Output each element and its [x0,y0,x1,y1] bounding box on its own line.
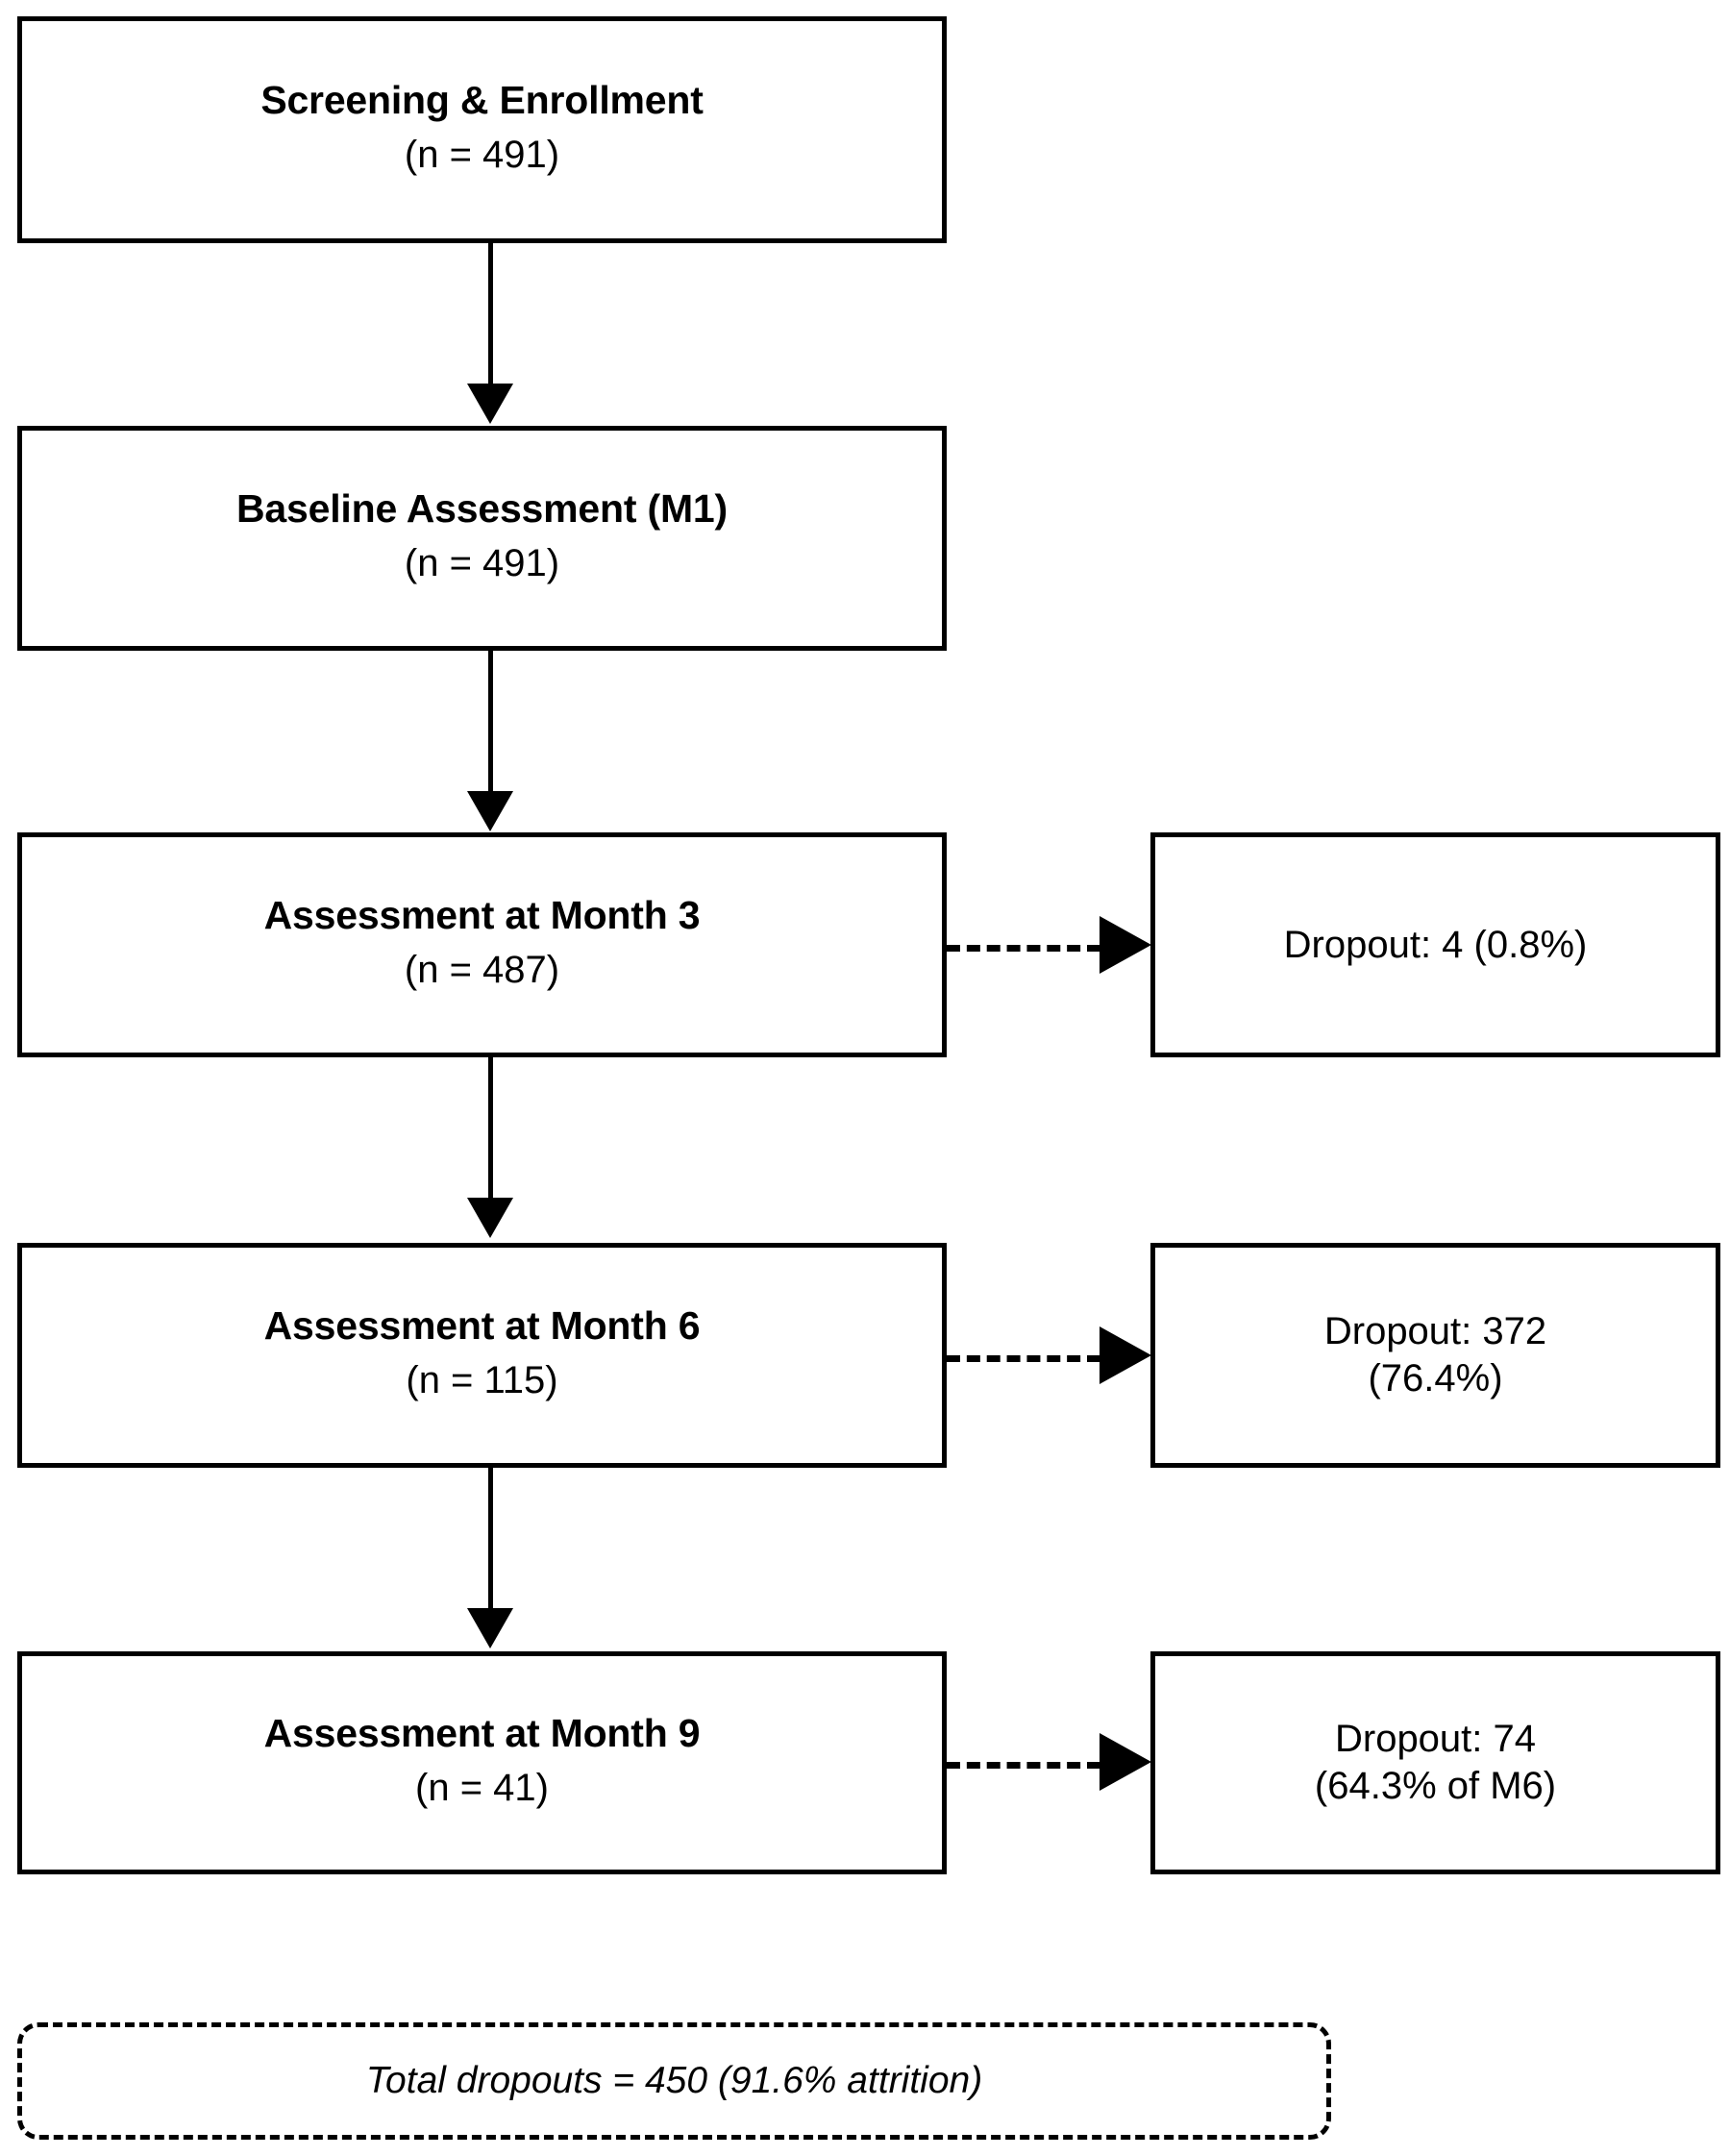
dropout-text-month9-line2: (64.3% of M6) [1314,1765,1557,1807]
stage-box-month6: Assessment at Month 6 (n = 115) [17,1243,947,1468]
dropout-connector-line-month6 [947,1355,1100,1362]
stage-count-screening: (n = 491) [404,133,560,176]
stage-count-month3: (n = 487) [404,948,560,991]
stage-box-baseline: Baseline Assessment (M1) (n = 491) [17,426,947,651]
dropout-connector-line-month9 [947,1762,1100,1769]
dropout-text-month9-line1: Dropout: 74 [1334,1718,1537,1761]
connector-line-baseline-to-month3 [488,651,493,793]
stage-box-month3: Assessment at Month 3 (n = 487) [17,832,947,1057]
dropout-text-month3-line1: Dropout: 4 (0.8%) [1283,923,1588,966]
dropout-text-month6-line2: (76.4%) [1368,1357,1503,1400]
dropout-box-month9: Dropout: 74 (64.3% of M6) [1150,1651,1720,1874]
stage-box-screening: Screening & Enrollment (n = 491) [17,16,947,243]
stage-title-month9: Assessment at Month 9 [263,1711,701,1756]
stage-count-month9: (n = 41) [415,1766,549,1809]
stage-title-month6: Assessment at Month 6 [263,1303,701,1349]
stage-title-baseline: Baseline Assessment (M1) [236,486,728,532]
stage-title-month3: Assessment at Month 3 [263,893,701,938]
dropout-connector-line-month3 [947,945,1100,952]
dropout-connector-arrowhead-month9 [1100,1733,1151,1791]
dropout-connector-arrowhead-month3 [1100,916,1151,974]
dropout-text-month6-line1: Dropout: 372 [1323,1310,1547,1353]
connector-arrowhead-month3-to-month6 [467,1198,513,1238]
connector-arrowhead-baseline-to-month3 [467,791,513,831]
stage-title-screening: Screening & Enrollment [260,78,704,123]
connector-line-month3-to-month6 [488,1057,493,1200]
connector-line-month6-to-month9 [488,1468,493,1610]
stage-box-month9: Assessment at Month 9 (n = 41) [17,1651,947,1874]
total-dropouts-summary-text: Total dropouts = 450 (91.6% attrition) [365,2060,983,2101]
dropout-box-month3: Dropout: 4 (0.8%) [1150,832,1720,1057]
dropout-box-month6: Dropout: 372 (76.4%) [1150,1243,1720,1468]
connector-arrowhead-screening-to-baseline [467,384,513,424]
stage-count-month6: (n = 115) [406,1358,558,1401]
connector-line-screening-to-baseline [488,243,493,385]
total-dropouts-summary-box: Total dropouts = 450 (91.6% attrition) [17,2022,1331,2140]
connector-arrowhead-month6-to-month9 [467,1608,513,1648]
dropout-connector-arrowhead-month6 [1100,1326,1151,1384]
stage-count-baseline: (n = 491) [404,541,560,584]
